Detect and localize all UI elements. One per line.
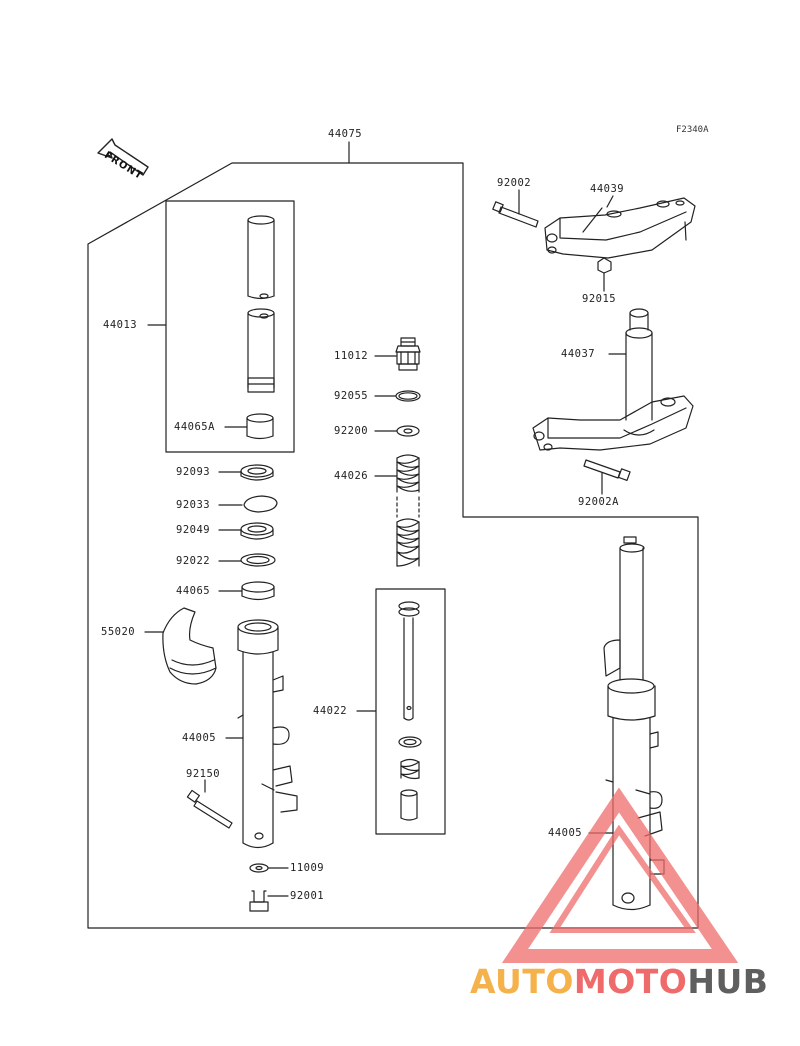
bushing-44065 — [218, 581, 275, 601]
label-92049: 92049 — [176, 524, 211, 536]
spring-44026 — [374, 454, 420, 567]
label-44022: 44022 — [313, 705, 348, 717]
label-92033: 92033 — [176, 499, 211, 511]
cap-bolt-11012 — [374, 337, 421, 371]
bolt-92002A — [583, 459, 631, 495]
label-92022: 92022 — [176, 555, 211, 567]
label-92002A: 92002A — [578, 496, 619, 508]
label-44005-left: 44005 — [182, 732, 217, 744]
box-44022 — [375, 588, 446, 835]
label-44075: 44075 — [328, 128, 363, 140]
seal-92049 — [218, 522, 274, 540]
outer-tube-left — [225, 619, 298, 849]
box-44013 — [165, 200, 295, 453]
washer-11009 — [249, 863, 289, 873]
watermark-triangle — [501, 787, 739, 963]
watermark-logo: AUTOMOTOHUB — [470, 962, 769, 1001]
label-92150: 92150 — [186, 768, 221, 780]
damper-rod-44022 — [398, 601, 422, 821]
figure-ref: F2340A — [676, 125, 709, 135]
label-44039: 44039 — [590, 183, 625, 195]
label-44065: 44065 — [176, 585, 211, 597]
nut-92015 — [597, 257, 612, 292]
bushing-44065A — [224, 413, 274, 440]
oring-92055 — [374, 390, 421, 402]
label-44026: 44026 — [334, 470, 369, 482]
label-44065A: 44065A — [174, 421, 215, 433]
fender-55020 — [144, 607, 217, 685]
clip-92033 — [218, 495, 278, 513]
washer-92022 — [218, 553, 276, 567]
label-92093: 92093 — [176, 466, 211, 478]
label-44005-right: 44005 — [548, 827, 583, 839]
label-44037: 44037 — [561, 348, 596, 360]
front-arrow-icon — [97, 138, 149, 176]
bolt-92001 — [249, 890, 289, 912]
label-92001: 92001 — [290, 890, 325, 902]
bolt-92150 — [186, 779, 233, 829]
seal-92093 — [218, 464, 274, 481]
inner-tube-lower — [247, 308, 275, 393]
washer-92200 — [374, 425, 420, 437]
label-11012: 11012 — [334, 350, 369, 362]
label-11009: 11009 — [290, 862, 325, 874]
label-92002: 92002 — [497, 177, 532, 189]
label-55020: 55020 — [101, 626, 136, 638]
inner-tube-upper — [247, 215, 275, 300]
label-92200: 92200 — [334, 425, 369, 437]
upper-bracket-44039 — [544, 195, 696, 259]
bolt-92002 — [492, 189, 539, 228]
steering-stem-44037 — [532, 308, 694, 451]
label-44013: 44013 — [103, 319, 138, 331]
label-92055: 92055 — [334, 390, 369, 402]
assembly-outline — [87, 162, 699, 929]
label-92015: 92015 — [582, 293, 617, 305]
